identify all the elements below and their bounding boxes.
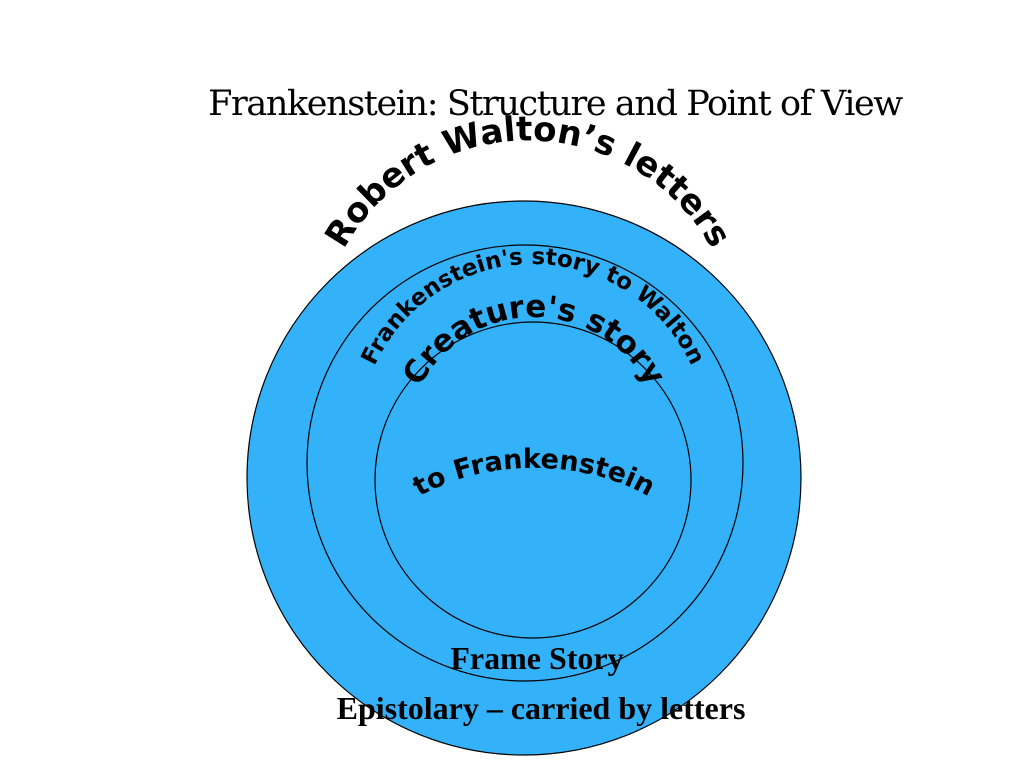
slide-title: Frankenstein: Structure and Point of Vie…	[208, 84, 903, 124]
inner-circle	[374, 321, 692, 639]
epistolary-caption: Epistolary – carried by letters	[336, 690, 746, 726]
outer-circle	[246, 200, 802, 756]
middle-circle	[306, 244, 744, 682]
frame-story-caption: Frame Story	[450, 640, 624, 676]
